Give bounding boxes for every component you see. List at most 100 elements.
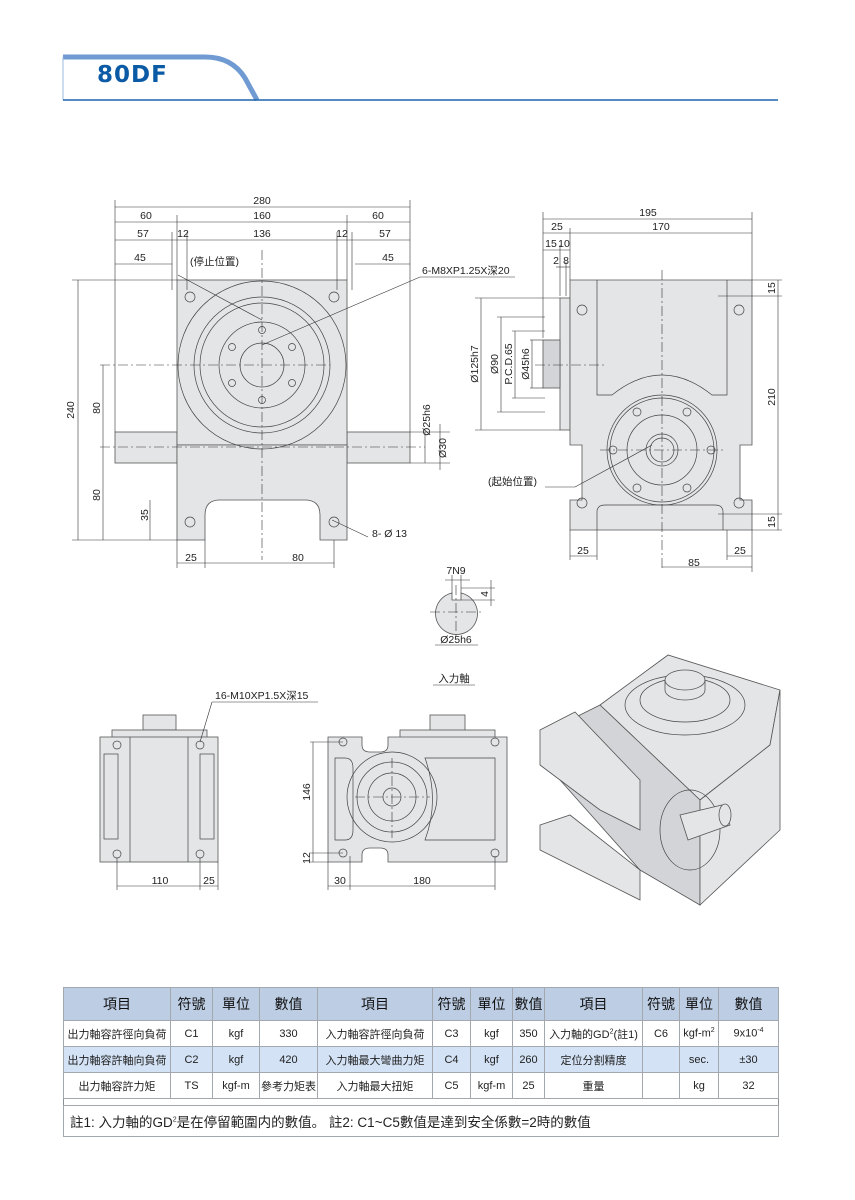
cell: 入力軸最大扭矩 (317, 1072, 433, 1099)
note-cell: 註1: 入力軸的GD2是在停留範圍内的數值。 註2: C1~C5數值是達到安全係… (63, 1105, 779, 1137)
dim-80-bottom: 80 (292, 552, 304, 564)
table-spacer (63, 1098, 779, 1106)
cell-text: 入力軸的GD (549, 1028, 610, 1041)
cell: ±30 (718, 1046, 779, 1073)
dim-80-lower: 80 (91, 489, 103, 501)
superscript: 2 (172, 1116, 177, 1124)
dim-45h6: Ø45h6 (520, 348, 532, 380)
dim-25-top: 25 (551, 221, 563, 233)
spacer-cell (63, 1098, 779, 1106)
specification-table: 項目 符號 單位 數值 項目 符號 單位 數值 項目 符號 單位 數值 出力軸容… (63, 987, 779, 1137)
dim-12-left: 12 (177, 228, 189, 240)
dim-125h7: Ø125h7 (469, 345, 481, 383)
col-header: 項目 (544, 987, 643, 1021)
superscript: 2 (609, 1027, 614, 1035)
dim-60-right: 60 (372, 210, 384, 222)
side-view: 195 25 170 15 10 2 8 Ø125h7 Ø90 P.C.D.65… (469, 207, 782, 572)
table-row: 出力軸容許力矩 TS kgf-m 參考力矩表 入力軸最大扭矩 C5 kgf-m … (63, 1072, 779, 1099)
cell: 入力軸的GD2(註1) (544, 1020, 643, 1047)
cell-text: 9x10 (733, 1027, 758, 1040)
shaft-diameter: Ø25h6 (440, 634, 472, 646)
cell: C1 (170, 1020, 213, 1047)
cell: kgf-m2 (679, 1020, 719, 1047)
dim-25: 25 (185, 552, 197, 564)
dim-110: 110 (152, 875, 169, 887)
col-header: 單位 (679, 987, 719, 1021)
keyway-label: 7N9 (446, 565, 465, 577)
cell: 420 (259, 1046, 318, 1073)
table-header-row: 項目 符號 單位 數值 項目 符號 單位 數值 項目 符號 單位 數值 (63, 987, 779, 1021)
cell (642, 1072, 680, 1099)
dim-12-vertical: 12 (301, 852, 313, 864)
cell: 330 (259, 1020, 318, 1047)
cell: 出力軸容許軸向負荷 (63, 1046, 171, 1073)
cell: 重量 (544, 1072, 643, 1099)
dim-90: Ø90 (489, 354, 501, 374)
cell: 參考力矩表 (259, 1072, 318, 1099)
superscript: 2 (710, 1027, 715, 1035)
dim-shaft-30: Ø30 (437, 438, 449, 458)
dim-195: 195 (639, 207, 657, 219)
cell-text: (註1) (613, 1028, 638, 1041)
dim-60-left: 60 (140, 210, 152, 222)
col-header: 項目 (63, 987, 171, 1021)
top-view: 16-M10XP1.5X深15 110 25 (99, 690, 318, 890)
cell: kgf (212, 1046, 260, 1073)
tap-note-m10: 16-M10XP1.5X深15 (215, 690, 309, 702)
cell: kgf (212, 1020, 260, 1047)
dim-12-right: 12 (336, 228, 348, 240)
col-header: 符號 (642, 987, 680, 1021)
dim-25-bottom: 25 (203, 875, 215, 887)
cell: 32 (718, 1072, 779, 1099)
cell: sec. (679, 1046, 719, 1073)
input-shaft-label: 入力軸 (438, 672, 470, 685)
dim-146: 146 (301, 783, 313, 801)
dim-57-left: 57 (137, 228, 149, 240)
cell: kgf (470, 1046, 513, 1073)
col-header: 符號 (170, 987, 213, 1021)
superscript: -4 (757, 1027, 764, 1035)
cell: 入力軸最大彎曲力矩 (317, 1046, 433, 1073)
cell-text: kgf-m (683, 1027, 711, 1040)
table-note-row: 註1: 入力軸的GD2是在停留範圍内的數值。 註2: C1~C5數值是達到安全係… (63, 1105, 779, 1137)
cell: 25 (512, 1072, 545, 1099)
col-header: 數值 (718, 987, 779, 1021)
dim-35: 35 (139, 509, 151, 521)
note-text: 註1: 入力軸的GD (70, 1115, 173, 1130)
dim-240: 240 (65, 401, 77, 419)
col-header: 單位 (212, 987, 260, 1021)
dim-25-right: 25 (734, 545, 746, 557)
dim-57-right: 57 (379, 228, 391, 240)
model-title: 80DF (97, 62, 168, 88)
dim-2: 2 (553, 255, 559, 267)
cell: 入力軸容許徑向負荷 (317, 1020, 433, 1047)
cell: 350 (512, 1020, 545, 1047)
dim-80-upper: 80 (91, 402, 103, 414)
header-tab (62, 54, 778, 102)
cell: 定位分割精度 (544, 1046, 643, 1073)
col-header: 項目 (317, 987, 433, 1021)
dim-136: 136 (253, 228, 271, 240)
dim-160: 160 (253, 210, 271, 222)
col-header: 數值 (259, 987, 318, 1021)
cell: 9x10-4 (718, 1020, 779, 1047)
cell: C3 (432, 1020, 471, 1047)
dim-45-left: 45 (134, 252, 146, 264)
start-position-label: (起始位置) (488, 475, 537, 488)
dim-170: 170 (652, 221, 670, 233)
table-row: 出力軸容許徑向負荷 C1 kgf 330 入力軸容許徑向負荷 C3 kgf 35… (63, 1020, 779, 1047)
cell: C5 (432, 1072, 471, 1099)
isometric-view (539, 654, 781, 906)
dim-shaft-25h6: Ø25h6 (421, 404, 433, 436)
dim-25-left: 25 (577, 545, 589, 557)
dim-280: 280 (253, 195, 271, 207)
cell (642, 1046, 680, 1073)
cell: kgf-m (470, 1072, 513, 1099)
dim-45-right: 45 (382, 252, 394, 264)
dim-pcd-65: P.C.D.65 (503, 343, 515, 384)
dim-8: 8 (563, 255, 569, 267)
cell: kg (679, 1072, 719, 1099)
col-header: 符號 (432, 987, 471, 1021)
front-view: 280 60 160 60 57 12 136 12 57 45 45 (停止位… (65, 195, 515, 568)
